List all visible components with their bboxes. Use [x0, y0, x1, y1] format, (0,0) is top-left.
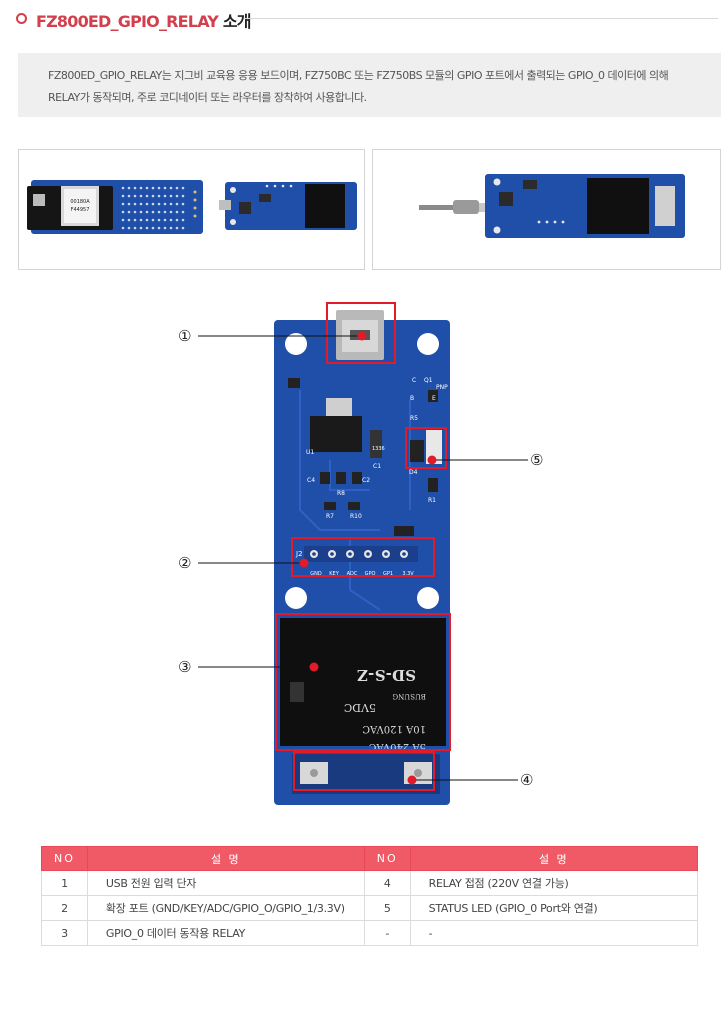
table-cell-no: 2: [41, 895, 88, 921]
table-row: 2 확장 포트 (GND/KEY/ADC/GPIO_O/GPIO_1/3.3V)…: [41, 895, 699, 921]
board-diagram: U1 C4 R8 C2 R7 R10 C1 D4 R5 R1 Q1 PNP C …: [150, 290, 570, 815]
table-cell-desc: RELAY 접점 (220V 연결 가능): [409, 870, 699, 896]
status-led: [426, 430, 442, 464]
table-cell-desc: 확장 포트 (GND/KEY/ADC/GPIO_O/GPIO_1/3.3V): [86, 895, 365, 921]
callout-dot-5: [427, 455, 437, 465]
expansion-header-j2: [304, 546, 418, 562]
description-line-1: FZ800ED_GPIO_RELAY는 지그비 교육용 응용 보드이며, FZ7…: [48, 69, 669, 82]
table-cell-no: 3: [41, 920, 88, 946]
pin-label-3v3: 3.3V: [402, 571, 414, 577]
table-cell-no: 1: [41, 870, 88, 896]
silk-c4: C4: [307, 477, 315, 484]
table-header-desc: 설 명: [86, 846, 365, 871]
usb-cable: [419, 205, 465, 210]
silk-b: B: [410, 395, 414, 402]
pin-label-gpo: GPO: [365, 571, 376, 577]
callout-dot-3: [309, 662, 319, 672]
mount-hole-icon: [285, 333, 307, 355]
silk-e: E: [432, 395, 436, 402]
mount-hole-icon: [285, 587, 307, 609]
callout-dot-4: [407, 775, 417, 785]
callout-dot-2: [299, 558, 309, 568]
table-cell-no: 5: [363, 895, 411, 921]
pin-label-gp1: GP1: [383, 571, 393, 577]
relay-coil: 5VDC: [344, 701, 376, 714]
callout-3: ③: [178, 658, 192, 676]
silk-q1: Q1: [424, 377, 433, 384]
boards-photo: 00180A F44957: [27, 180, 357, 234]
table-cell-no: -: [363, 920, 411, 946]
callout-dot-1: [357, 331, 367, 341]
pin-label-key: KEY: [329, 571, 339, 577]
photo-panel-usb-connected: [372, 149, 721, 270]
relay-model: SD-S-Z: [357, 666, 416, 684]
callout-4: ④: [520, 771, 534, 789]
silk-r7: R7: [326, 513, 334, 520]
table-header-no: NO: [363, 846, 411, 871]
mount-hole-icon: [417, 587, 439, 609]
header-divider: [244, 18, 718, 19]
table-cell-desc: GPIO_0 데이터 동작용 RELAY: [86, 920, 365, 946]
relay-brand: BUSUNG: [392, 692, 426, 700]
relay-component: 5A 240VAC 10A 120VAC 5VDC BUSUNG SD-S-Z: [280, 618, 446, 752]
silk-r10: R10: [350, 513, 362, 520]
highlight-j2: [291, 537, 435, 577]
silk-j2: J2: [295, 550, 303, 558]
photo-panel-boards: 00180A F44957: [18, 149, 365, 270]
table-header-row: NO 설 명 NO 설 명: [41, 846, 699, 871]
callout-1: ①: [178, 327, 192, 345]
regulator-u1: [310, 416, 362, 452]
callout-2: ②: [178, 554, 192, 572]
chip-label-2: F44957: [71, 207, 90, 213]
silk-d4: D4: [409, 469, 418, 476]
table-cell-desc: -: [409, 920, 699, 946]
relay-rating-2: 10A 120VAC: [362, 723, 426, 734]
circle-bullet-icon: [16, 13, 27, 24]
board-photo-3: [485, 174, 685, 238]
silk-c2: C2: [362, 477, 370, 484]
page-title-suffix: 소개: [218, 12, 252, 31]
chip-label-1: 00180A: [70, 199, 90, 205]
silk-c1: C1: [373, 463, 381, 470]
highlight-usb: [326, 302, 396, 364]
silk-r5: R5: [410, 415, 418, 422]
silk-ic-code: 1336: [372, 446, 385, 452]
board-photo-1: 00180A F44957: [27, 180, 203, 234]
silk-r1: R1: [428, 497, 436, 504]
highlight-terminal: [293, 751, 435, 791]
board-photo-2: [219, 182, 357, 230]
table-cell-desc: USB 전원 입력 단자: [86, 870, 365, 896]
pin-label-gnd: GND: [310, 571, 322, 577]
silk-pnp: PNP: [436, 384, 448, 391]
pin-label-adc: ADC: [347, 571, 358, 577]
callout-5: ⑤: [530, 451, 544, 469]
page-title-product: FZ800ED_GPIO_RELAY: [36, 12, 219, 31]
table-row: 3 GPIO_0 데이터 동작용 RELAY - -: [41, 920, 699, 946]
description-line-2: RELAY가 동작되며, 주로 코디네이터 또는 라우터를 장착하여 사용합니다…: [48, 91, 367, 104]
table-header-no: NO: [41, 846, 88, 871]
relay-rating-1: 5A 240VAC: [368, 741, 426, 752]
table-header-desc: 설 명: [409, 846, 699, 871]
silk-u1: U1: [306, 449, 314, 456]
table-cell-no: 4: [363, 870, 411, 896]
silk-r8: R8: [337, 490, 345, 497]
board-top-view: U1 C4 R8 C2 R7 R10 C1 D4 R5 R1 Q1 PNP C …: [198, 302, 528, 805]
silk-c: C: [412, 377, 416, 384]
table-row: 1 USB 전원 입력 단자 4 RELAY 접점 (220V 연결 가능): [41, 870, 699, 896]
highlight-led: [405, 427, 447, 469]
description-box: FZ800ED_GPIO_RELAY는 지그비 교육용 응용 보드이며, FZ7…: [18, 53, 721, 117]
mount-hole-icon: [417, 333, 439, 355]
page-title: FZ800ED_GPIO_RELAY 소개: [36, 8, 251, 32]
table-cell-desc: STATUS LED (GPIO_0 Port와 연결): [409, 895, 699, 921]
highlight-relay: [275, 613, 451, 751]
usb-connected-photo: [419, 174, 685, 238]
section-header: FZ800ED_GPIO_RELAY 소개: [14, 6, 720, 34]
component-table: NO 설 명 NO 설 명 1 USB 전원 입력 단자 4 RELAY 접점 …: [41, 846, 699, 946]
